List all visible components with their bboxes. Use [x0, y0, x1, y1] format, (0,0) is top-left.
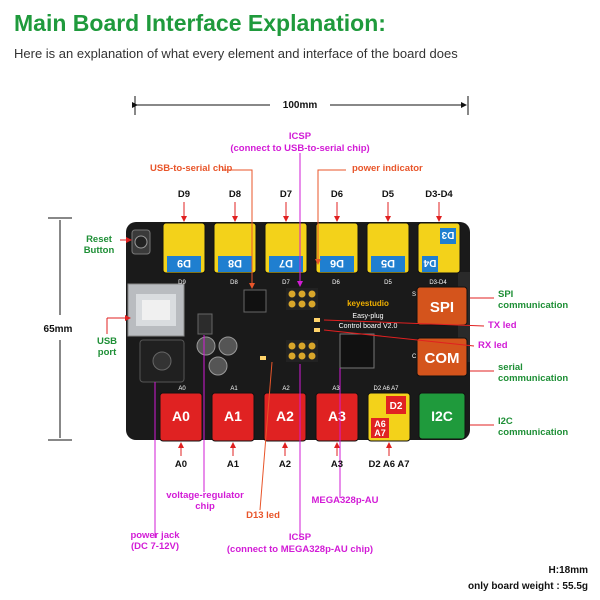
silk-d2: D2 A6 A7: [373, 386, 399, 392]
brand-silk: keyestudio: [347, 299, 389, 308]
silk-a1: A1: [230, 386, 238, 392]
pcb-board: [126, 222, 470, 440]
label-d8: D8: [228, 189, 242, 200]
port-a0-tag: A0: [172, 408, 190, 424]
icsp-bottom-sub-label: (connect to MEGA328p-AU chip): [226, 544, 374, 555]
port-d3-d4: D4 D3: [417, 222, 461, 274]
icsp-top-sub-label: (connect to USB-to-serial chip): [230, 143, 370, 154]
label-d5: D5: [381, 189, 395, 200]
port-d5-tag: D5: [381, 257, 395, 269]
spi-module-label: SPI: [430, 299, 454, 316]
mega328-label: MEGA328p-AU: [311, 495, 379, 506]
label-d6: D6: [330, 189, 344, 200]
silk-d5: D5: [384, 280, 392, 286]
silk-a2: A2: [282, 386, 290, 392]
usb-serial-chip-part: [243, 289, 267, 313]
port-d5: D5: [366, 222, 410, 274]
silk-d9: D9: [178, 280, 186, 286]
label-d3-d4: D3-D4: [425, 189, 453, 200]
usb-port-label: USB port: [96, 336, 118, 358]
port-d7: D7: [264, 222, 308, 274]
label-a1: A1: [226, 459, 240, 470]
silk-d8: D8: [230, 280, 238, 286]
tag-d2: D2: [390, 401, 403, 412]
silk-d6: D6: [332, 280, 340, 286]
label-a2: A2: [278, 459, 292, 470]
i2c-module-label: I2C: [431, 408, 453, 424]
port-d7-tag: D7: [279, 257, 293, 269]
spi-communication-label: SPI communication: [498, 289, 569, 311]
i2c-communication-label: I2C communication: [498, 416, 569, 438]
label-d9: D9: [177, 189, 191, 200]
height-label: 65mm: [44, 324, 73, 335]
width-label: 100mm: [283, 100, 318, 111]
regulator-chip-part: [197, 313, 213, 335]
port-d8: D8: [213, 222, 257, 274]
port-d4-tag: D4: [423, 257, 436, 268]
port-a3: [315, 392, 359, 442]
label-a0: A0: [174, 459, 188, 470]
port-d6-tag: D6: [330, 257, 344, 269]
board-silk-line2: Control board V2.0: [339, 323, 398, 330]
label-a3: A3: [330, 459, 344, 470]
weight-spec: only board weight : 55.5g: [467, 581, 588, 592]
height-spec: H:18mm: [548, 565, 588, 576]
port-d8-tag: D8: [228, 257, 242, 269]
height-dimension: 65mm: [44, 217, 73, 441]
silk-a0: A0: [178, 386, 186, 392]
icsp-bottom-label: ICSP: [288, 532, 312, 543]
port-d6: D6: [315, 222, 359, 274]
port-d9: D9: [162, 222, 206, 274]
i2c-module: [418, 392, 466, 440]
port-d3-tag: D3: [441, 229, 454, 240]
port-a3-tag: A3: [328, 408, 346, 424]
spi-module: [416, 286, 468, 326]
power-jack-label: power jack (DC 7-12V): [130, 530, 180, 552]
power-indicator-label: power indicator: [352, 163, 423, 174]
tag-a6: A6: [374, 419, 386, 429]
label-d2-a6-a7: D2 A6 A7: [368, 459, 410, 470]
icsp-top-label: ICSP: [288, 131, 312, 142]
tx-led-label: TX led: [488, 320, 517, 331]
voltage-regulator-label: voltage-regulator chip: [166, 490, 244, 512]
port-a2-tag: A2: [276, 408, 294, 424]
icsp-bottom-header: [286, 340, 318, 362]
reset-button-label: Reset Button: [83, 234, 115, 256]
port-d9-tag: D9: [177, 257, 191, 269]
silk-d34: D3-D4: [429, 280, 447, 286]
board-silk-line1: Easy-plug: [352, 313, 383, 320]
port-a2: [263, 392, 307, 442]
silk-a3: A3: [332, 386, 340, 392]
port-d2-a6-a7: D2 A6 A7: [367, 392, 411, 442]
tag-a7: A7: [374, 428, 386, 438]
silk-d7: D7: [282, 280, 290, 286]
com-module: [416, 337, 468, 377]
com-module-label: COM: [425, 350, 460, 367]
usb-serial-chip-label: USB-to-serial chip: [150, 163, 233, 174]
port-a1-tag: A1: [224, 408, 242, 424]
width-dimension: 100mm: [132, 96, 469, 115]
port-a1: [211, 392, 255, 442]
rx-led-label: RX led: [478, 340, 508, 351]
port-a0: [159, 392, 203, 442]
page-title: Main Board Interface Explanation:: [14, 10, 386, 36]
icsp-top-header: [286, 288, 318, 310]
serial-communication-label: serial communication: [498, 362, 569, 384]
mega328-chip-part: [339, 333, 375, 369]
page-subtitle: Here is an explanation of what every ele…: [14, 46, 458, 61]
label-d7: D7: [279, 189, 293, 200]
d13-led-label: D13 led: [246, 510, 280, 521]
